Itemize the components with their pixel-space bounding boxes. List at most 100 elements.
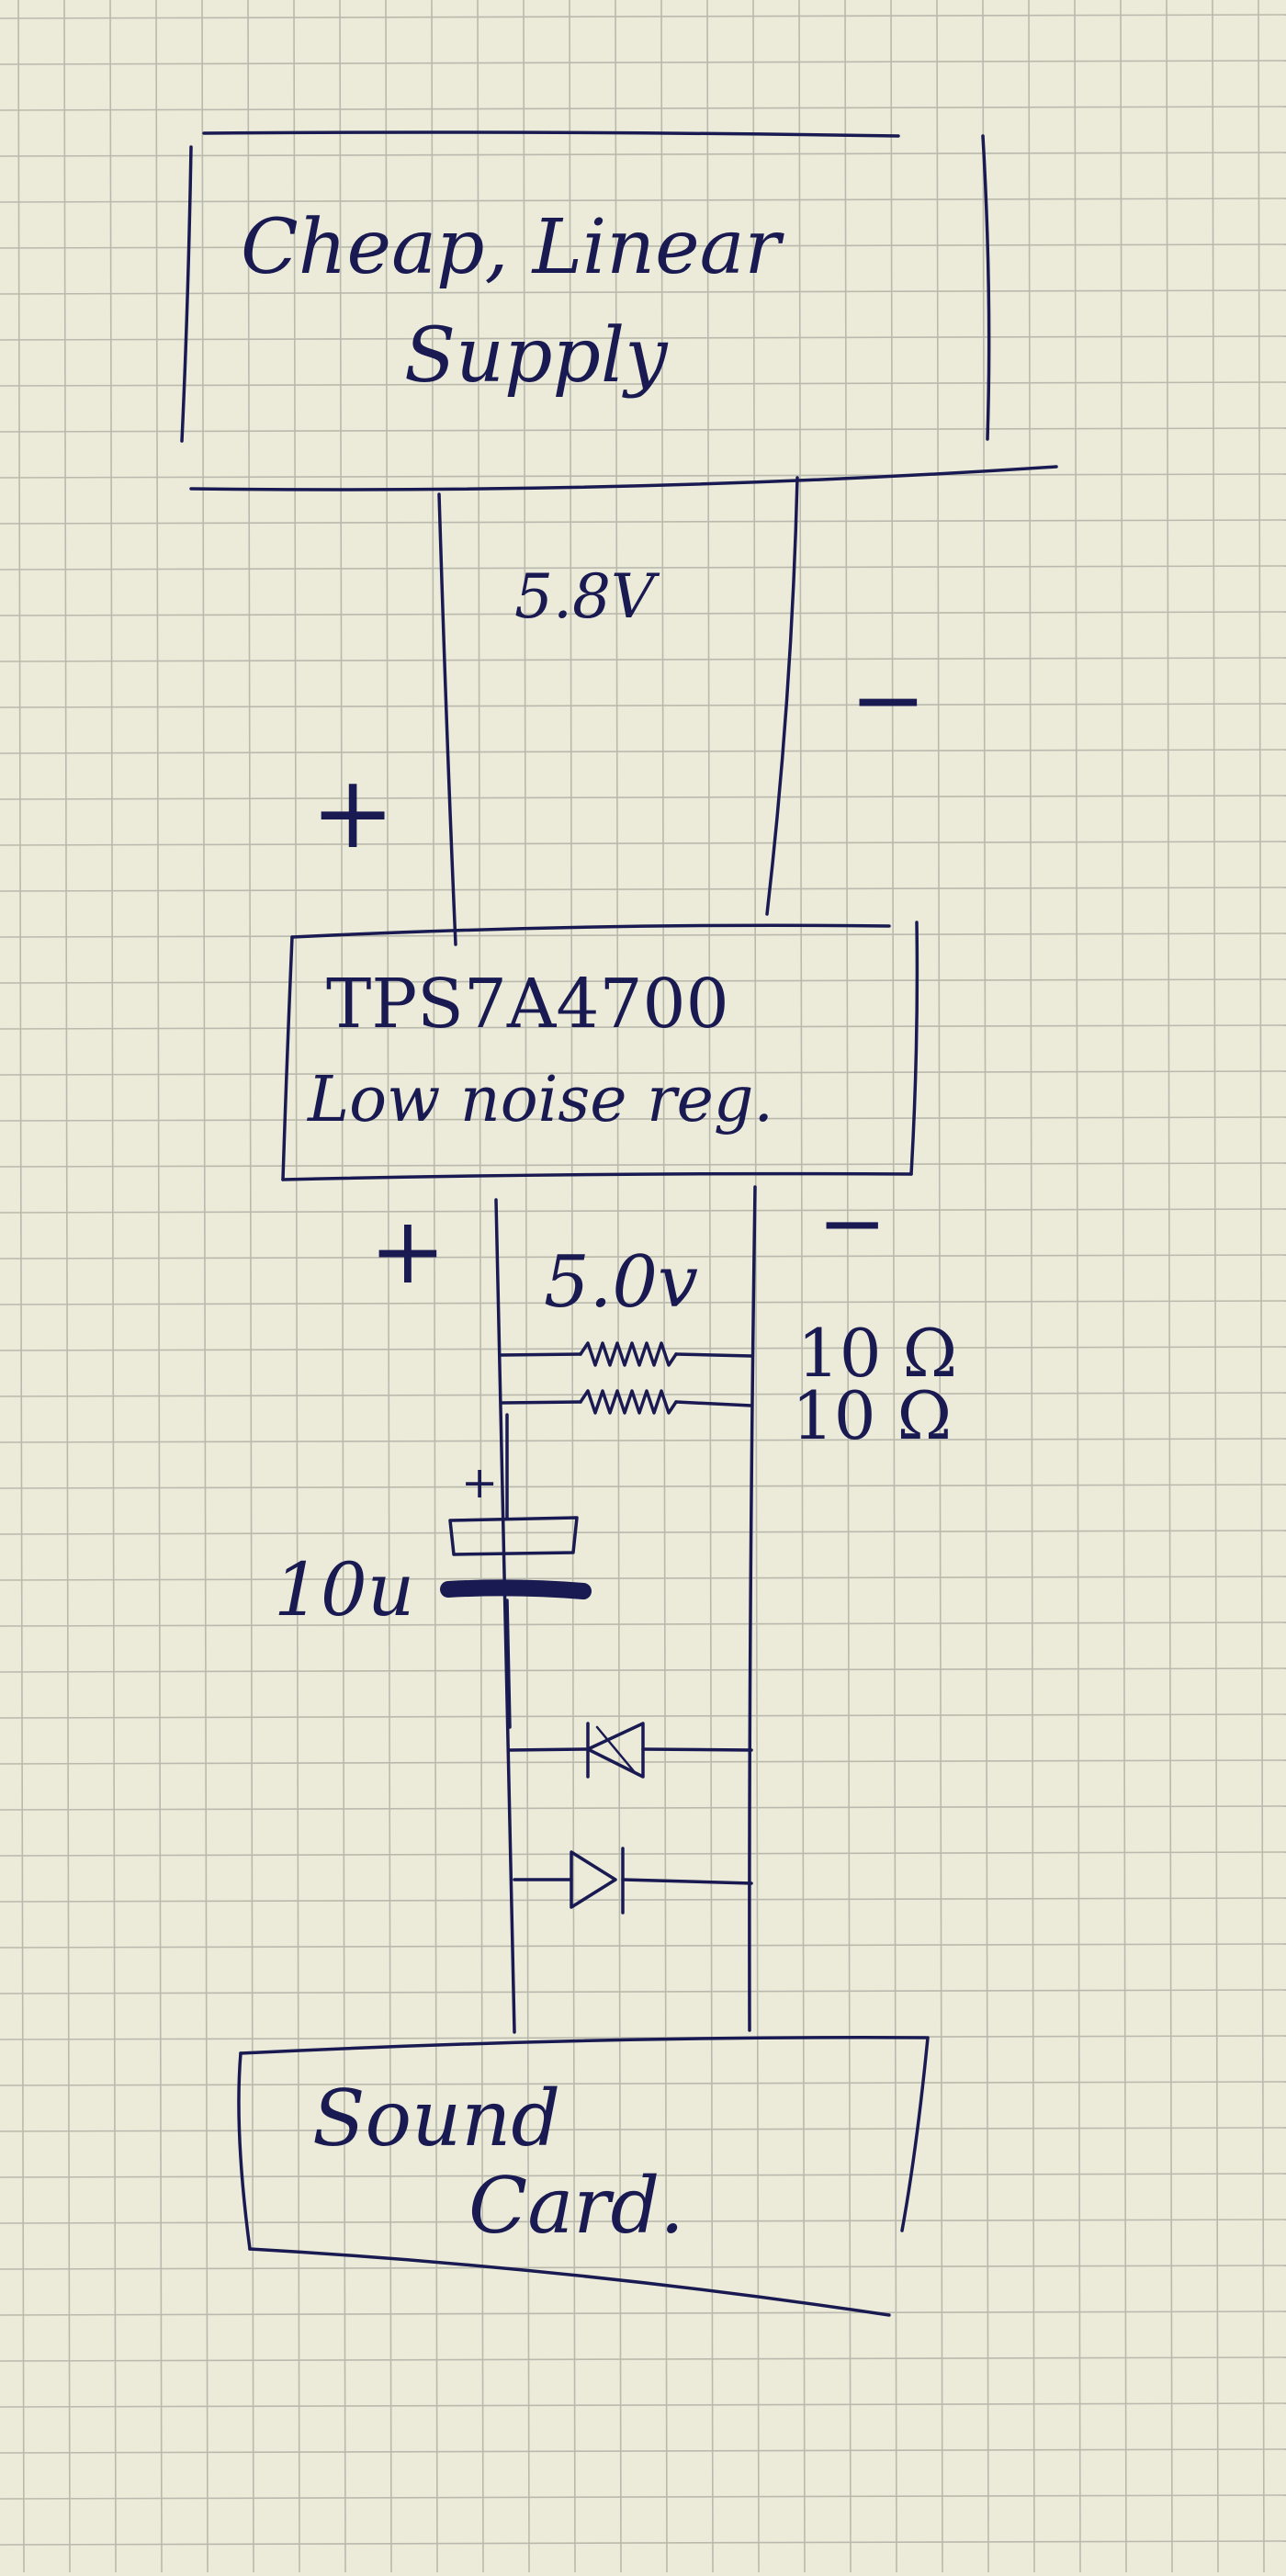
grid-line-horizontal: [0, 1070, 1286, 1076]
grid-line-horizontal: [0, 2540, 1286, 2546]
grid-line-horizontal: [0, 565, 1286, 571]
grid-line-horizontal: [0, 2402, 1286, 2408]
grid-line-horizontal: [0, 703, 1286, 708]
grid-line-vertical: [706, 0, 714, 2573]
resistor-1-label: 10 Ω: [797, 1315, 957, 1392]
grid-line-vertical: [615, 0, 622, 2573]
grid-line-horizontal: [0, 749, 1286, 754]
grid-line-horizontal: [0, 1713, 1286, 1719]
grid-line-horizontal: [0, 427, 1286, 433]
grid-line-vertical: [752, 0, 760, 2573]
supply-label-line2: Supply: [404, 312, 669, 400]
grid-line-vertical: [890, 0, 897, 2573]
grid-line-horizontal: [0, 1576, 1286, 1581]
grid-line-vertical: [17, 0, 25, 2573]
grid-line-vertical: [155, 0, 163, 2573]
grid-line-vertical: [385, 0, 392, 2573]
grid-line-horizontal: [0, 1484, 1286, 1489]
supply-negative-sign: −: [850, 646, 927, 753]
grid-line-horizontal: [0, 2081, 1286, 2086]
regulator-part-number: TPS7A4700: [326, 965, 729, 1044]
grid-line-horizontal: [0, 381, 1286, 387]
grid-line-horizontal: [0, 473, 1286, 479]
grid-line-horizontal: [0, 106, 1286, 111]
grid-line-horizontal: [0, 1805, 1286, 1811]
grid-line-horizontal: [0, 978, 1286, 984]
grid-line-vertical: [936, 0, 943, 2573]
grid-line-vertical: [293, 0, 300, 2573]
grid-line-vertical: [1028, 0, 1035, 2573]
output-positive-wire: [494, 1198, 516, 2034]
grid-line-horizontal: [0, 795, 1286, 800]
grid-line-vertical: [339, 0, 346, 2573]
grid-line-vertical: [63, 0, 71, 2573]
grid-line-vertical: [1258, 0, 1265, 2573]
grid-line-horizontal: [0, 611, 1286, 616]
diode-2-symbol: [513, 1847, 753, 1915]
grid-line-horizontal: [0, 198, 1286, 203]
sound-card-label-line1: Sound: [312, 2073, 560, 2164]
grid-line-horizontal: [0, 2265, 1286, 2270]
supply-positive-wire: [437, 492, 457, 946]
output-positive-sign: +: [369, 1197, 446, 1305]
grid-line-vertical: [109, 0, 117, 2573]
sound-card-box: [237, 2036, 930, 2317]
grid-line-horizontal: [0, 1621, 1286, 1627]
grid-line-vertical: [844, 0, 852, 2573]
grid-line-horizontal: [0, 1162, 1286, 1168]
grid-line-vertical: [660, 0, 668, 2573]
grid-line-horizontal: [0, 243, 1286, 249]
resistor-2-label: 10 Ω: [792, 1377, 952, 1454]
supply-negative-wire: [765, 476, 799, 916]
grid-line-horizontal: [0, 289, 1286, 295]
grid-line-horizontal: [0, 841, 1286, 846]
grid-line-vertical: [477, 0, 484, 2573]
supply-box: [180, 130, 1058, 491]
capacitor-symbol: [440, 1413, 592, 1729]
grid-line-horizontal: [0, 1254, 1286, 1260]
grid-line-vertical: [798, 0, 806, 2573]
grid-line-horizontal: [0, 1851, 1286, 1857]
grid-line-horizontal: [0, 1943, 1286, 1949]
grid-line-horizontal: [0, 2448, 1286, 2454]
grid-line-horizontal: [0, 335, 1286, 341]
grid-line-horizontal: [0, 1438, 1286, 1443]
resistor-1-symbol: [499, 1341, 753, 1367]
grid-line-vertical: [201, 0, 209, 2573]
grid-line-horizontal: [0, 2356, 1286, 2362]
grid-line-horizontal: [0, 2219, 1286, 2224]
grid-line-horizontal: [0, 1208, 1286, 1214]
grid-line-horizontal: [0, 60, 1286, 65]
ink-drawing: Cheap, Linear Supply 5.8V + − TPS7A4700 …: [180, 130, 1058, 2317]
supply-label-line1: Cheap, Linear: [241, 204, 784, 291]
grid-line-vertical: [1212, 0, 1219, 2573]
grid-line-horizontal: [0, 1897, 1286, 1903]
regulator-box: [281, 921, 919, 1181]
grid-line-horizontal: [0, 1392, 1286, 1397]
grid-line-horizontal: [0, 1530, 1286, 1535]
regulator-description: Low noise reg.: [306, 1064, 773, 1136]
supply-positive-sign: +: [310, 753, 395, 871]
grid-line-vertical: [1166, 0, 1173, 2573]
diode-1-symbol: [508, 1722, 753, 1779]
grid-line-horizontal: [0, 519, 1286, 525]
grid-line-horizontal: [0, 1300, 1286, 1305]
output-negative-sign: −: [818, 1175, 886, 1271]
grid-line-horizontal: [0, 657, 1286, 662]
grid-line-vertical: [1074, 0, 1081, 2573]
grid-line-horizontal: [0, 2310, 1286, 2316]
grid-line-vertical: [1120, 0, 1127, 2573]
grid-line-horizontal: [0, 1989, 1286, 1994]
output-negative-wire: [748, 1185, 757, 2032]
grid-line-horizontal: [0, 1116, 1286, 1122]
grid-line-horizontal: [0, 2035, 1286, 2040]
grid-line-horizontal: [0, 2127, 1286, 2132]
grid-line-horizontal: [0, 2173, 1286, 2178]
grid-line-horizontal: [0, 2494, 1286, 2500]
sound-card-label-line2: Card.: [468, 2161, 684, 2251]
grid-line-horizontal: [0, 932, 1286, 938]
capacitor-plus-sign: +: [461, 1457, 498, 1508]
grid-line-horizontal: [0, 14, 1286, 19]
